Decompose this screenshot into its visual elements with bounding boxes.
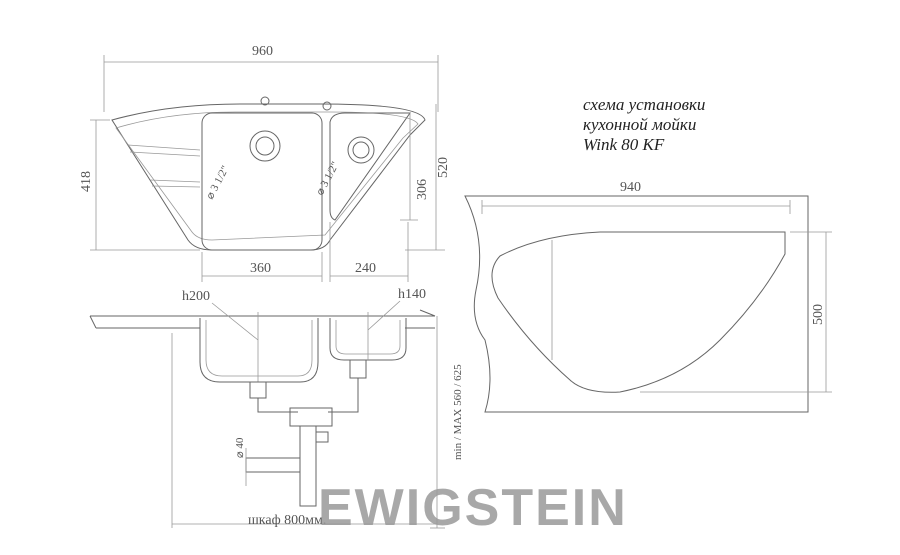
dim-right-depth: h140 — [398, 287, 426, 302]
dim-left-height: 418 — [79, 171, 94, 192]
sink-side-view: h200 h140 ⌀ 40 min / MAX 560 / 625 шкаф … — [89, 287, 464, 529]
dim-drain-left: ⌀ 3 1/2" — [204, 164, 232, 202]
dim-left-bowl-width: 360 — [250, 261, 271, 276]
dim-right-bowl-width: 240 — [355, 261, 376, 276]
diagram-title: схема установки кухонной мойки Wink 80 K… — [583, 95, 705, 155]
dim-left-depth: h200 — [182, 289, 210, 304]
title-line-2: кухонной мойки — [583, 115, 697, 134]
dim-right-bowl-height: 306 — [415, 179, 430, 200]
dim-cabinet-height: min / MAX 560 / 625 — [452, 364, 464, 460]
sink-top-view: 960 ⌀ 3 1/2" ⌀ 3 1/2" 418 520 — [79, 44, 451, 282]
title-line-3: Wink 80 KF — [583, 135, 665, 154]
dim-cabinet: шкаф 800мм. — [248, 513, 326, 528]
dim-top-width: 960 — [252, 44, 273, 59]
cutout-view: 940 500 — [464, 180, 832, 413]
dim-cutout-width: 940 — [620, 180, 641, 195]
title-line-1: схема установки — [583, 95, 706, 114]
brand-logo: EWIGSTEIN — [318, 479, 628, 537]
dim-pipe: ⌀ 40 — [234, 437, 246, 458]
dim-cutout-height: 500 — [811, 304, 826, 325]
dim-right-height: 520 — [436, 157, 451, 178]
dim-drain-right: ⌀ 3 1/2" — [314, 160, 342, 198]
